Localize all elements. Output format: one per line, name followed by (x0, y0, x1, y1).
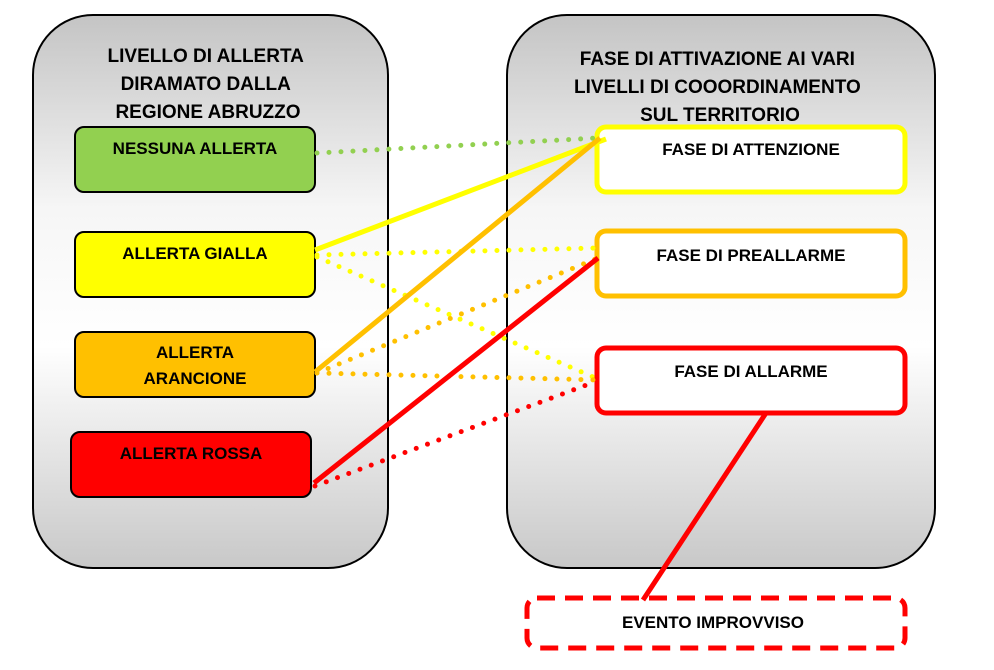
svg-text:FASE DI ATTENZIONE: FASE DI ATTENZIONE (662, 140, 840, 159)
level-nessuna-allerta: NESSUNA ALLERTA (74, 126, 316, 193)
svg-text:EVENTO IMPROVVISO: EVENTO IMPROVVISO (622, 613, 804, 632)
connector-arancione-attenzione (313, 136, 602, 374)
level-allerta-rossa: ALLERTA ROSSA (70, 431, 312, 498)
level-allerta-gialla: ALLERTA GIALLA (74, 231, 316, 298)
phase-preallarme: FASE DI PREALLARME (594, 228, 908, 299)
phase-attenzione: FASE DI ATTENZIONE (594, 124, 908, 195)
svg-text:ARANCIONE: ARANCIONE (144, 369, 247, 388)
connector-gialla-attenzione (314, 136, 607, 253)
connector-arancione-preallarme (314, 255, 601, 376)
phase-allarme: FASE DI ALLARME (594, 345, 908, 416)
connector-nessuna-attenzione (314, 135, 601, 156)
connector-gialla-preallarme (314, 245, 601, 258)
connector-rossa-preallarme (312, 256, 600, 485)
right-panel-title: FASE DI ATTIVAZIONE AI VARI LIVELLI DI C… (574, 49, 866, 126)
connector-rossa-allarme (312, 380, 595, 489)
level-allerta-arancione: ALLERTA ARANCIONE (74, 331, 316, 398)
svg-text:NESSUNA ALLERTA: NESSUNA ALLERTA (113, 139, 278, 158)
svg-text:ALLERTA ROSSA: ALLERTA ROSSA (120, 444, 263, 463)
connector-gialla-allarme (314, 254, 603, 383)
left-panel-title: LIVELLO DI ALLERTA DIRAMATO DALLA REGION… (108, 46, 309, 123)
svg-text:ALLERTA GIALLA: ALLERTA GIALLA (122, 244, 267, 263)
svg-text:FASE DI PREALLARME: FASE DI PREALLARME (657, 246, 846, 265)
connector-allarme-evento (640, 411, 769, 602)
sudden-event-box: EVENTO IMPROVVISO (524, 595, 908, 651)
svg-text:FASE DI ALLARME: FASE DI ALLARME (674, 362, 827, 381)
connector-arancione-allarme (314, 370, 601, 383)
svg-text:ALLERTA: ALLERTA (156, 343, 234, 362)
